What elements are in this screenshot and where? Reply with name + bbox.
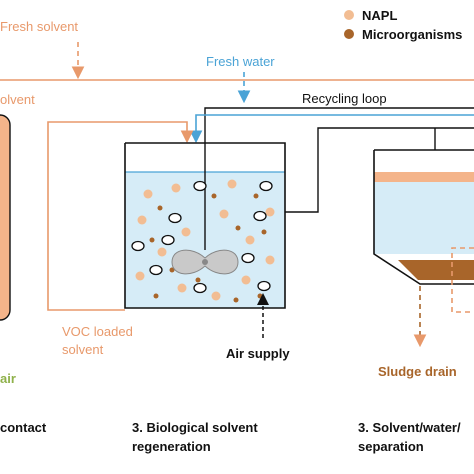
napl-droplet-icon — [227, 179, 237, 189]
napl-droplet-icon — [137, 215, 147, 225]
voc-label-line2: solvent — [62, 342, 104, 357]
air-bubble-icon — [257, 280, 271, 292]
stage2-label-line1: 3. Biological solvent — [132, 420, 258, 435]
stage3-label-line1: 3. Solvent/water/ — [358, 420, 461, 435]
air-bubble-icon — [259, 180, 273, 192]
napl-droplet-icon — [265, 207, 275, 217]
separator-water-layer — [374, 182, 474, 254]
air-bubble-icon — [149, 264, 163, 276]
microorganism-dot-icon — [195, 277, 201, 283]
microorganism-dot-icon — [211, 193, 217, 199]
napl-legend-icon — [344, 10, 354, 20]
separator-vessel — [373, 149, 474, 285]
napl-droplet-icon — [241, 275, 251, 285]
napl-droplet-icon — [181, 227, 191, 237]
contact-column — [0, 114, 11, 321]
napl-droplet-icon — [177, 283, 187, 293]
napl-droplet-icon — [219, 209, 229, 219]
napl-droplet-icon — [143, 189, 153, 199]
legend-napl-label: NAPL — [362, 8, 397, 23]
air-bubbles — [131, 180, 273, 294]
air-bubble-icon — [193, 180, 207, 192]
water-line — [189, 114, 474, 144]
recycling-loop-label: Recycling loop — [302, 91, 387, 106]
tank-to-separator-line — [285, 127, 474, 213]
right-return-line — [451, 247, 474, 313]
microorganism-legend-icon — [344, 29, 354, 39]
microorganism-dot-icon — [253, 193, 259, 199]
stage2-label-line2: regeneration — [132, 439, 211, 454]
napl-droplets — [135, 179, 275, 301]
microorganism-dot-icon — [153, 293, 159, 299]
solvent-left-label: olvent — [0, 92, 35, 107]
solvent-feed-line — [47, 121, 194, 144]
air-bubble-icon — [131, 240, 145, 252]
air-bubble-icon — [253, 210, 267, 222]
stage1-label: contact — [0, 420, 47, 435]
legend: NAPL Microorganisms — [344, 8, 462, 42]
air-left-label: air — [0, 371, 16, 386]
microorganism-dot-icon — [233, 297, 239, 303]
sludge-drain-label: Sludge drain — [378, 364, 457, 379]
fresh-solvent-label: Fresh solvent — [0, 19, 78, 34]
voc-solvent-line — [47, 125, 125, 311]
microorganism-dot-icon — [169, 267, 175, 273]
air-bubble-icon — [161, 234, 175, 246]
tank-outline — [124, 142, 286, 309]
fresh-water-label: Fresh water — [206, 54, 275, 69]
air-supply-label: Air supply — [226, 346, 290, 361]
napl-droplet-icon — [171, 183, 181, 193]
microorganism-dot-icon — [257, 293, 263, 299]
sludge-layer — [398, 260, 474, 280]
napl-droplet-icon — [245, 235, 255, 245]
legend-microorganisms-label: Microorganisms — [362, 27, 462, 42]
air-bubble-icon — [241, 252, 255, 264]
air-bubble-icon — [168, 212, 182, 224]
napl-droplet-icon — [265, 255, 275, 265]
napl-droplet-icon — [157, 247, 167, 257]
separator-solvent-layer — [374, 172, 474, 182]
napl-droplet-icon — [211, 291, 221, 301]
microorganism-dot-icon — [235, 225, 241, 231]
microorganism-dot-icon — [157, 205, 163, 211]
recycling-loop-line — [204, 107, 474, 148]
microorganism-dot-icon — [261, 229, 267, 235]
voc-label-line1: VOC loaded — [62, 324, 133, 339]
microorganism-dot-icon — [149, 237, 155, 243]
separator-outline — [373, 149, 474, 285]
napl-droplet-icon — [135, 271, 145, 281]
air-bubble-icon — [193, 282, 207, 294]
stage3-label-line2: separation — [358, 439, 424, 454]
stirrer-impeller-icon — [171, 249, 239, 275]
